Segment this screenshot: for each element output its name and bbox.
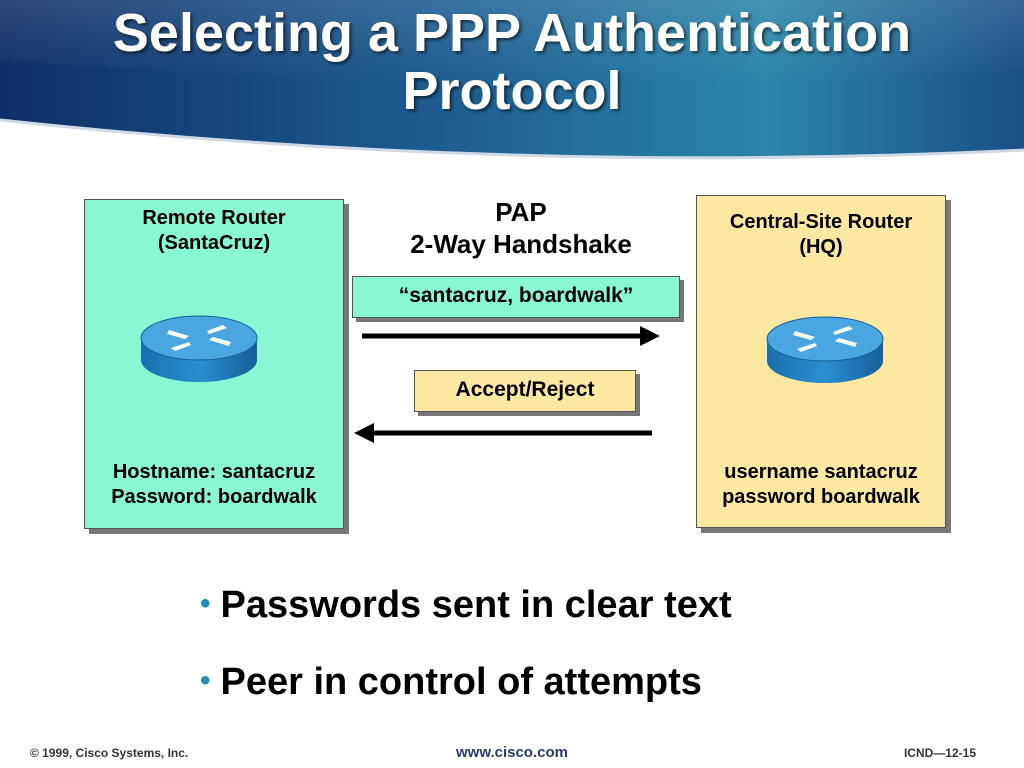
title-line-1: Selecting a PPP Authentication: [112, 3, 912, 63]
remote-hostname: Hostname: santacruz: [112, 461, 316, 483]
central-router-box: Central-Site Router (HQ) username santac…: [696, 195, 946, 528]
remote-router-name: Remote Router: [142, 207, 286, 229]
banner-background: [0, 0, 1024, 160]
remote-router-credentials: Hostname: santacruz Password: boardwalk: [85, 460, 343, 510]
protocol-name: PAP: [495, 197, 547, 227]
bullet-icon: •: [200, 664, 211, 697]
bullet-icon: •: [200, 587, 211, 620]
central-router-site: (HQ): [799, 236, 843, 258]
router-icon: [140, 315, 258, 382]
remote-router-heading: Remote Router (SantaCruz): [85, 206, 343, 256]
router-icon: [766, 316, 884, 383]
slide-title: Selecting a PPP Authentication Protocol: [0, 4, 1024, 120]
bullet-text: Peer in control of attempts: [220, 661, 702, 703]
bullet-item: • Peer in control of attempts: [200, 643, 1000, 720]
central-router-heading: Central-Site Router (HQ): [697, 210, 945, 260]
remote-router-site: (SantaCruz): [157, 232, 271, 254]
central-router-credentials: username santacruz password boardwalk: [697, 460, 945, 510]
bullet-text: Passwords sent in clear text: [220, 584, 732, 626]
central-username: username santacruz: [724, 461, 918, 483]
accept-reject-message: Accept/Reject: [414, 370, 636, 412]
central-router-name: Central-Site Router: [729, 211, 913, 233]
bullet-item: • Passwords sent in clear text: [200, 566, 1000, 643]
credentials-message: “santacruz, boardwalk”: [352, 276, 680, 318]
title-line-2: Protocol: [402, 61, 622, 121]
protocol-label: PAP 2-Way Handshake: [376, 196, 666, 260]
footer-copyright: © 1999, Cisco Systems, Inc.: [30, 746, 189, 760]
central-password: password boardwalk: [722, 486, 920, 508]
arrow-right-icon: [362, 326, 660, 346]
footer-slide-id: ICND—12-15: [903, 746, 976, 760]
title-banner: [0, 0, 1024, 160]
arrow-left-icon: [354, 423, 652, 443]
footer-url[interactable]: www.cisco.com: [456, 744, 568, 761]
protocol-handshake: 2-Way Handshake: [410, 229, 632, 259]
remote-router-box: Remote Router (SantaCruz) Hostname: sant…: [84, 199, 344, 529]
bullet-list: • Passwords sent in clear text • Peer in c…: [200, 566, 1000, 720]
remote-password: Password: boardwalk: [111, 486, 317, 508]
